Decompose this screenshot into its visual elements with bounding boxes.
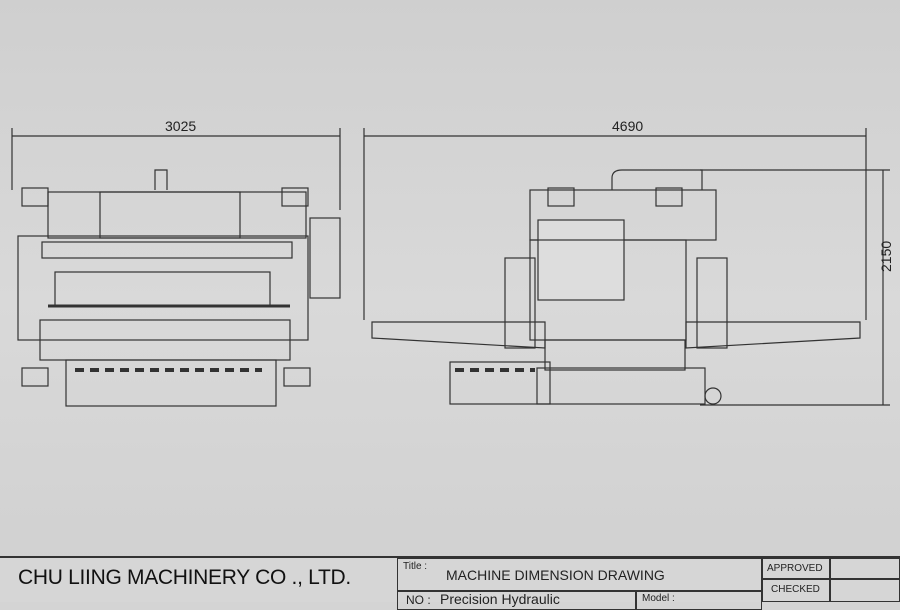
no-cell: NO : Precision Hydraulic	[397, 590, 637, 610]
drawing-title: MACHINE DIMENSION DRAWING	[446, 567, 665, 583]
approved-signature	[830, 558, 900, 580]
model-label: Model :	[642, 593, 675, 604]
checked-label: CHECKED	[771, 584, 820, 595]
checked-signature	[830, 578, 900, 602]
side-dimension-line	[363, 128, 890, 406]
no-label: NO :	[406, 593, 431, 607]
side-length-label: 4690	[612, 118, 644, 134]
model-cell: Model :	[635, 590, 762, 610]
approved-label: APPROVED	[767, 563, 823, 574]
front-width-label: 3025	[165, 118, 197, 134]
height-label: 2150	[878, 240, 894, 272]
company-name: CHU LIING MACHINERY CO ., LTD.	[18, 566, 351, 589]
front-dimension-line	[11, 128, 341, 210]
no-value: Precision Hydraulic	[440, 591, 560, 607]
front-view	[17, 169, 341, 407]
machine-drawing	[11, 128, 890, 407]
approved-cell: APPROVED	[762, 558, 830, 580]
side-view	[371, 169, 861, 405]
title-block: CHU LIING MACHINERY CO ., LTD. Title : M…	[0, 556, 900, 610]
title-label: Title :	[403, 561, 428, 572]
checked-cell: CHECKED	[762, 578, 830, 602]
title-cell: Title : MACHINE DIMENSION DRAWING	[397, 558, 762, 592]
